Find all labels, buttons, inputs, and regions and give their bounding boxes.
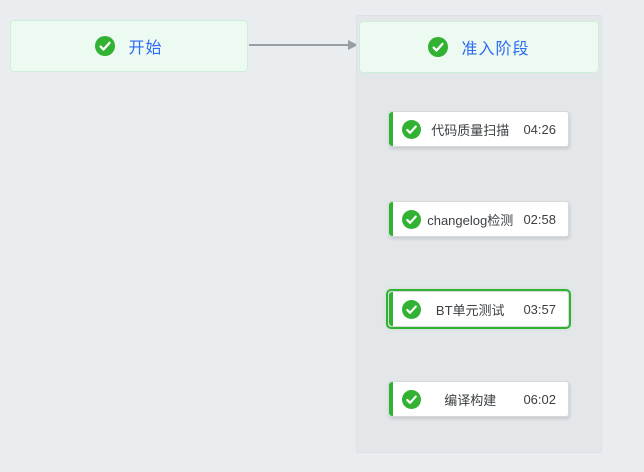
task-duration: 06:02 (523, 391, 556, 407)
task-card[interactable]: 编译构建 06:02 (388, 381, 569, 417)
start-node[interactable]: 开始 (10, 20, 248, 72)
task-name: changelog检测 (427, 212, 514, 228)
connector-arrow (249, 39, 358, 51)
check-circle-icon (402, 299, 421, 319)
check-circle-icon (402, 119, 421, 139)
task-list: 代码质量扫描 04:26 changelog检测 02:58 BT单元测试 03… (388, 111, 569, 417)
task-name: 编译构建 (444, 392, 497, 408)
check-circle-icon (402, 209, 421, 229)
check-circle-icon (95, 36, 116, 56)
connector-line (249, 44, 349, 46)
task-status-bar (389, 292, 393, 326)
task-duration: 02:58 (523, 211, 556, 227)
task-duration: 03:57 (523, 301, 556, 317)
task-card[interactable]: BT单元测试 03:57 (388, 291, 569, 327)
arrow-head-icon (348, 40, 358, 50)
start-node-label: 开始 (128, 40, 163, 57)
check-circle-icon (428, 37, 449, 57)
task-status-bar (389, 112, 393, 146)
check-circle-icon (402, 389, 421, 409)
task-name: BT单元测试 (435, 302, 505, 318)
task-duration: 04:26 (523, 121, 556, 137)
stage-header-node[interactable]: 准入阶段 (359, 21, 599, 73)
stage-panel: 准入阶段 代码质量扫描 04:26 changelog检测 02:58 (356, 15, 602, 453)
task-card[interactable]: changelog检测 02:58 (388, 201, 569, 237)
task-card[interactable]: 代码质量扫描 04:26 (388, 111, 569, 147)
task-status-bar (389, 382, 393, 416)
stage-title: 准入阶段 (461, 41, 530, 58)
task-status-bar (389, 202, 393, 236)
task-name: 代码质量扫描 (431, 122, 510, 138)
